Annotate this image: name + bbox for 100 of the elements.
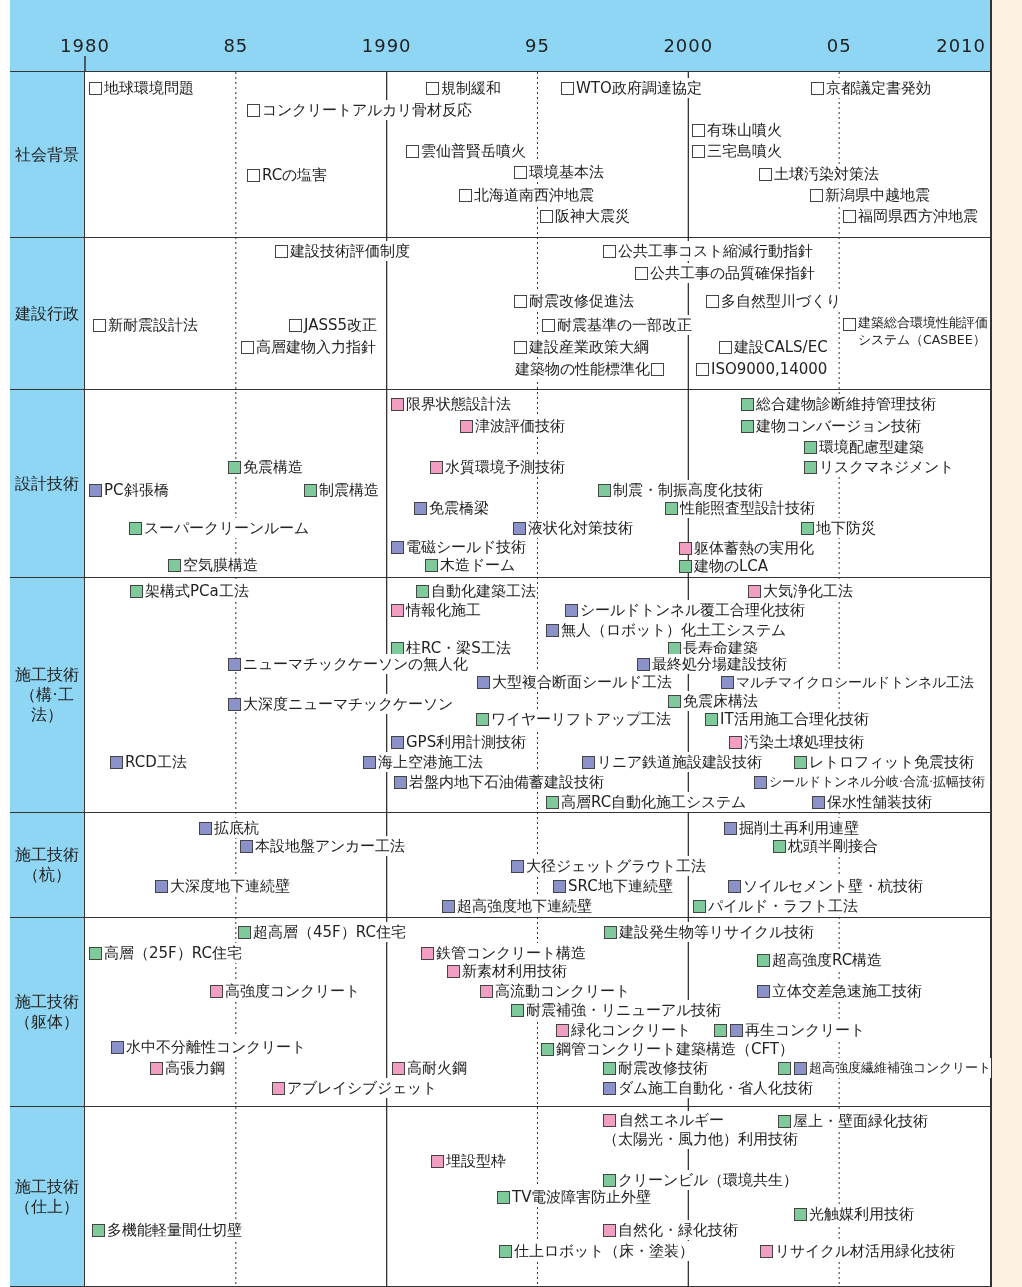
- item-label: コンクリートアルカリ骨材反応: [262, 100, 472, 120]
- item-label: 海上空港施工法: [378, 752, 483, 772]
- row-band: [10, 238, 992, 390]
- item-label: パイルド・ラフト工法: [708, 896, 858, 916]
- item-label: 津波評価技術: [475, 416, 565, 436]
- item-label: 建設産業政策大綱: [529, 337, 649, 357]
- item-label: IT活用施工合理化技術: [720, 709, 869, 729]
- item-label: シールドトンネル分岐·合流·拡幅技術: [769, 772, 985, 792]
- item-label: 立体交差急速施工技術: [772, 981, 922, 1001]
- item-label: 建設発生物等リサイクル技術: [619, 922, 814, 942]
- item-label: 規制緩和: [441, 78, 501, 98]
- item-label: 無人（ロボット）化土工システム: [561, 620, 786, 640]
- item-label: 建設技術評価制度: [290, 241, 410, 261]
- item-label: レトロフィット免震技術: [809, 752, 974, 772]
- item-label: 高耐火鋼: [407, 1058, 467, 1078]
- item-label: 限界状態設計法: [406, 394, 511, 414]
- year-label: 2010: [936, 35, 986, 57]
- item-label: 土壌汚染対策法: [774, 164, 879, 184]
- item-label: 大径ジェットグラウト工法: [526, 856, 706, 876]
- item-label: 京都議定書発効: [826, 78, 931, 98]
- item-label: 環境基本法: [529, 162, 604, 182]
- item-label: 耐震基準の一部改正: [557, 315, 692, 335]
- item-label: シールドトンネル覆工合理化技術: [580, 600, 805, 620]
- item-label: 制震構造: [319, 480, 379, 500]
- row-band: [10, 813, 992, 918]
- item-label: 電磁シールド技術: [406, 537, 526, 557]
- row-header: 施工技術（杭）: [10, 813, 85, 917]
- row-header: 社会背景: [10, 72, 85, 237]
- item-label: 大深度地下連続壁: [170, 876, 290, 896]
- row-band: [10, 72, 992, 238]
- item-label: 高層（25F）RC住宅: [104, 943, 242, 963]
- item-label: 大型複合断面シールド工法: [492, 672, 672, 692]
- item-label: 高強度コンクリート: [225, 981, 360, 1001]
- item-label: スーパークリーンルーム: [144, 518, 309, 538]
- item-label: 躯体蓄熱の実用化: [694, 538, 814, 558]
- item-label: 保水性舗装技術: [827, 792, 932, 812]
- item-label: アブレイシブジェット: [287, 1078, 437, 1098]
- row-header: 施工技術（仕上）: [10, 1107, 85, 1286]
- item-label: 免震床構法: [683, 691, 758, 711]
- item-label: 鉄管コンクリート構造: [436, 943, 586, 963]
- item-label: 建物のLCA: [694, 556, 769, 576]
- item-label: 本設地盤アンカー工法: [255, 836, 405, 856]
- item-label: 免震橋梁: [429, 498, 489, 518]
- item-label: ニューマチックケーソンの無人化: [243, 654, 468, 674]
- item-label: 耐震改修技術: [618, 1058, 708, 1078]
- row-header: 建設行政: [10, 238, 85, 389]
- item-label: 新耐震設計法: [108, 315, 198, 335]
- item-label: WTO政府調達協定: [576, 78, 702, 98]
- item-label: 総合建物診断維持管理技術: [756, 394, 936, 414]
- item-label: 福岡県西方沖地震: [858, 206, 978, 226]
- item-label: 多機能軽量間仕切壁: [107, 1220, 242, 1240]
- item-label: マルチマイクロシールドトンネル工法: [736, 672, 974, 692]
- item-label: ISO9000,14000: [711, 359, 828, 379]
- item-label: 水中不分離性コンクリート: [126, 1037, 306, 1057]
- item-label: 超高強度地下連続壁: [457, 896, 592, 916]
- row-band: [10, 1107, 992, 1287]
- item-label: RCの塩害: [262, 165, 328, 185]
- item-label: 北海道南西沖地震: [474, 185, 594, 205]
- item-label: 性能照査型設計技術: [680, 498, 815, 518]
- item-label: 制震・制振高度化技術: [613, 480, 763, 500]
- item-label: 建設CALS/EC: [734, 337, 828, 357]
- row-header: 施工技術（躯体）: [10, 918, 85, 1106]
- year-label: 2000: [663, 35, 714, 57]
- item-label: 拡底杭: [214, 818, 259, 838]
- row-band: [10, 918, 992, 1107]
- item-label: 高張力鋼: [165, 1058, 225, 1078]
- year-label: 95: [525, 35, 550, 57]
- year-label: 1980: [60, 35, 110, 57]
- item-label: 水質環境予測技術: [445, 457, 565, 477]
- year-label: 85: [223, 35, 249, 57]
- item-label: 三宅島噴火: [707, 141, 782, 161]
- year-label: 1990: [361, 35, 412, 57]
- year-label: 05: [826, 35, 852, 57]
- item-label: 最終処分場建設技術: [652, 654, 787, 674]
- item-label: 岩盤内地下石油備蓄建設技術: [409, 772, 604, 792]
- item-label: 多自然型川づくり: [721, 291, 841, 311]
- item-label: RCD工法: [125, 752, 187, 772]
- item-label: 公共工事コスト縮減行動指針: [618, 241, 813, 261]
- item-label: 緑化コンクリート: [571, 1020, 691, 1040]
- item-label: リサイクル材活用緑化技術: [775, 1241, 955, 1261]
- item-label: ダム施工自動化・省人化技術: [618, 1078, 813, 1098]
- item-label: 環境配慮型建築: [819, 437, 924, 457]
- item-label: 液状化対策技術: [528, 518, 633, 538]
- item-label: 枕頭半剛接合: [788, 836, 878, 856]
- item-label: 雲仙普賢岳噴火: [421, 141, 526, 161]
- item-label: 建築物の性能標準化: [515, 359, 650, 379]
- item-label: 阪神大震災: [555, 206, 630, 226]
- item-label: ワイヤーリフトアップ工法: [491, 709, 671, 729]
- item-label: 高層RC自動化施工システム: [561, 792, 747, 812]
- item-label: 自然化・緑化技術: [618, 1220, 738, 1240]
- item-label: 建物コンバージョン技術: [756, 416, 921, 436]
- item-label: 地球環境問題: [104, 78, 194, 98]
- item-label: 超高強度RC構造: [772, 950, 883, 970]
- item-label: 情報化施工: [406, 600, 481, 620]
- item-label: 自動化建築工法: [431, 581, 536, 601]
- row-band: [10, 578, 992, 813]
- item-label: 耐震補強・リニューアル技術: [526, 1000, 721, 1020]
- item-label: JASS5改正: [304, 315, 377, 335]
- item-label: 架構式PCa工法: [145, 581, 249, 601]
- item-label: 光触媒利用技術: [809, 1204, 914, 1224]
